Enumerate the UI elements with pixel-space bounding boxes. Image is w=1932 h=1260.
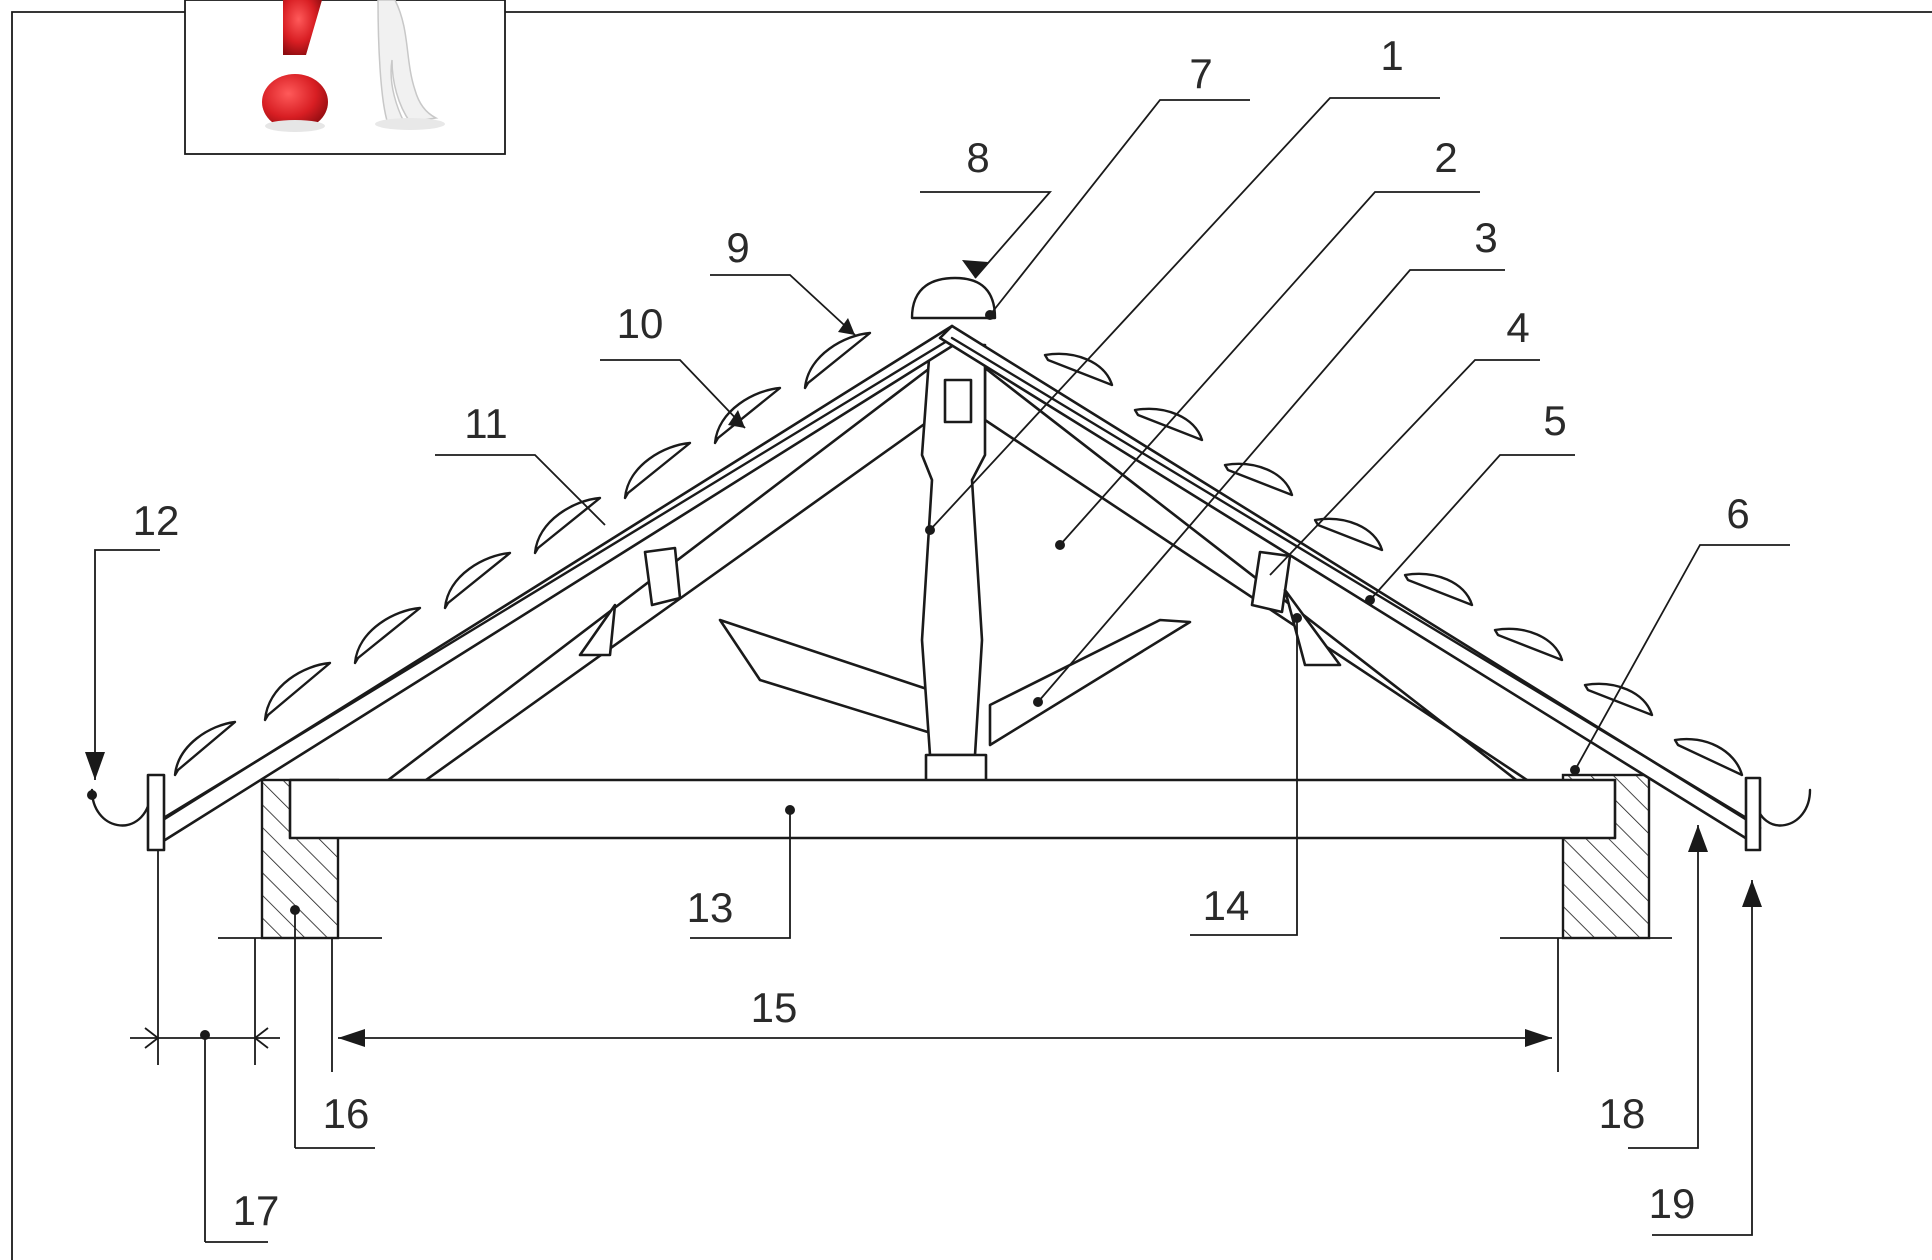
label-1: 1 xyxy=(1380,32,1403,79)
leader-dots xyxy=(87,310,1580,1040)
label-14: 14 xyxy=(1203,882,1250,929)
label-19: 19 xyxy=(1649,1180,1696,1227)
label-10: 10 xyxy=(617,300,664,347)
label-5: 5 xyxy=(1543,397,1566,444)
label-2: 2 xyxy=(1434,134,1457,181)
label-6: 6 xyxy=(1726,490,1749,537)
left-principal-rafter xyxy=(360,366,932,802)
label-18: 18 xyxy=(1599,1090,1646,1137)
label-13: 13 xyxy=(687,884,734,931)
king-post-bolt-plate xyxy=(943,378,973,424)
left-support-triangle xyxy=(578,603,617,657)
right-tiles xyxy=(1043,352,1744,777)
label-15: 15 xyxy=(751,984,798,1031)
truss xyxy=(288,343,1617,840)
arrowheads xyxy=(85,260,1762,907)
label-17: 17 xyxy=(233,1187,280,1234)
label-9: 9 xyxy=(726,224,749,271)
right-strut xyxy=(988,618,1192,747)
label-8: 8 xyxy=(966,134,989,181)
label-4: 4 xyxy=(1506,304,1529,351)
tie-beam xyxy=(288,778,1617,840)
left-tiles xyxy=(173,331,872,777)
leader-lines xyxy=(94,97,1790,1243)
label-3: 3 xyxy=(1474,214,1497,261)
part-labels: 1 2 3 4 5 6 7 8 9 10 11 12 13 14 15 16 1… xyxy=(133,32,1750,1234)
label-16: 16 xyxy=(323,1090,370,1137)
dimension-15 xyxy=(218,937,1672,1072)
label-11: 11 xyxy=(464,400,508,447)
question-mark-figure-icon xyxy=(184,0,506,155)
left-brace-block xyxy=(643,546,682,607)
left-gutter xyxy=(90,773,166,852)
rafters xyxy=(148,324,1762,844)
page-frame xyxy=(11,11,1932,1260)
label-12: 12 xyxy=(133,497,180,544)
label-7: 7 xyxy=(1189,50,1212,97)
right-gutter xyxy=(1744,776,1812,852)
ridge-cap xyxy=(910,276,997,320)
right-rafter xyxy=(938,324,1762,844)
dimension-17 xyxy=(130,850,280,1065)
right-brace-block xyxy=(1250,550,1292,614)
right-support-triangle xyxy=(1283,588,1342,667)
king-post-foot xyxy=(924,753,988,783)
